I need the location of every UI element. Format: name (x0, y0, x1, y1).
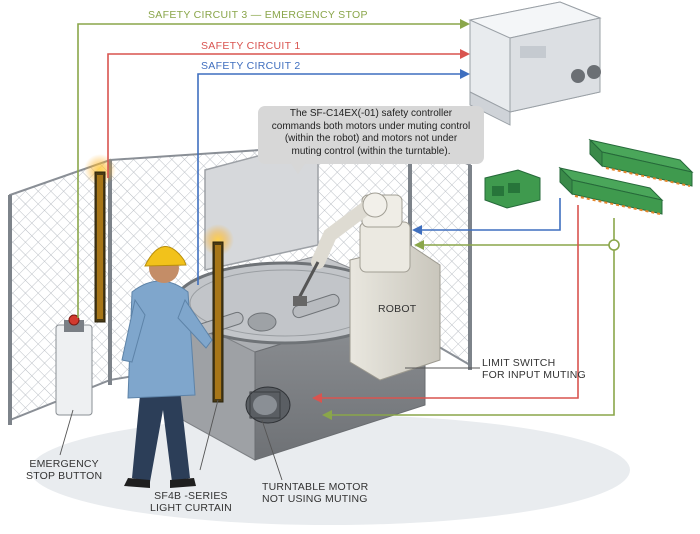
emergency-stop-label: EMERGENCY STOP BUTTON (26, 458, 102, 482)
callout-line-3: (within the robot) and motors not under (258, 133, 484, 146)
robot-label: ROBOT (378, 303, 416, 315)
callout-line-1: The SF-C14EX(-01) safety controller (258, 108, 484, 121)
turntable-motor-line-2: NOT USING MUTING (262, 493, 368, 505)
controller-callout: The SF-C14EX(-01) safety controller comm… (258, 106, 484, 164)
callout-line-4: muting control (within the turntable). (258, 146, 484, 159)
motor-icon (246, 387, 290, 423)
limit-switch-label: LIMIT SWITCH FOR INPUT MUTING (482, 357, 586, 381)
light-curtain-line-1: SF4B -SERIES (150, 490, 232, 502)
emergency-stop-line-1: EMERGENCY (26, 458, 102, 470)
callout-tail (290, 162, 306, 174)
safety-circuit-3-label: SAFETY CIRCUIT 3 — EMERGENCY STOP (148, 9, 368, 21)
safety-circuit-1-label: SAFETY CIRCUIT 1 (201, 40, 301, 52)
terminal-block-icon (485, 140, 692, 214)
turntable-motor-line-1: TURNTABLE MOTOR (262, 481, 368, 493)
limit-switch-line-2: FOR INPUT MUTING (482, 369, 586, 381)
callout-line-2: commands both motors under muting contro… (258, 121, 484, 134)
light-curtain-label: SF4B -SERIES LIGHT CURTAIN (150, 490, 232, 514)
light-curtain-line-2: LIGHT CURTAIN (150, 502, 232, 514)
safety-circuit-2-label: SAFETY CIRCUIT 2 (201, 60, 301, 72)
safety-controller-icon (470, 2, 601, 125)
turntable-motor-label: TURNTABLE MOTOR NOT USING MUTING (262, 481, 368, 505)
emergency-stop-icon (56, 315, 92, 415)
limit-switch-line-1: LIMIT SWITCH (482, 357, 586, 369)
emergency-stop-line-2: STOP BUTTON (26, 470, 102, 482)
